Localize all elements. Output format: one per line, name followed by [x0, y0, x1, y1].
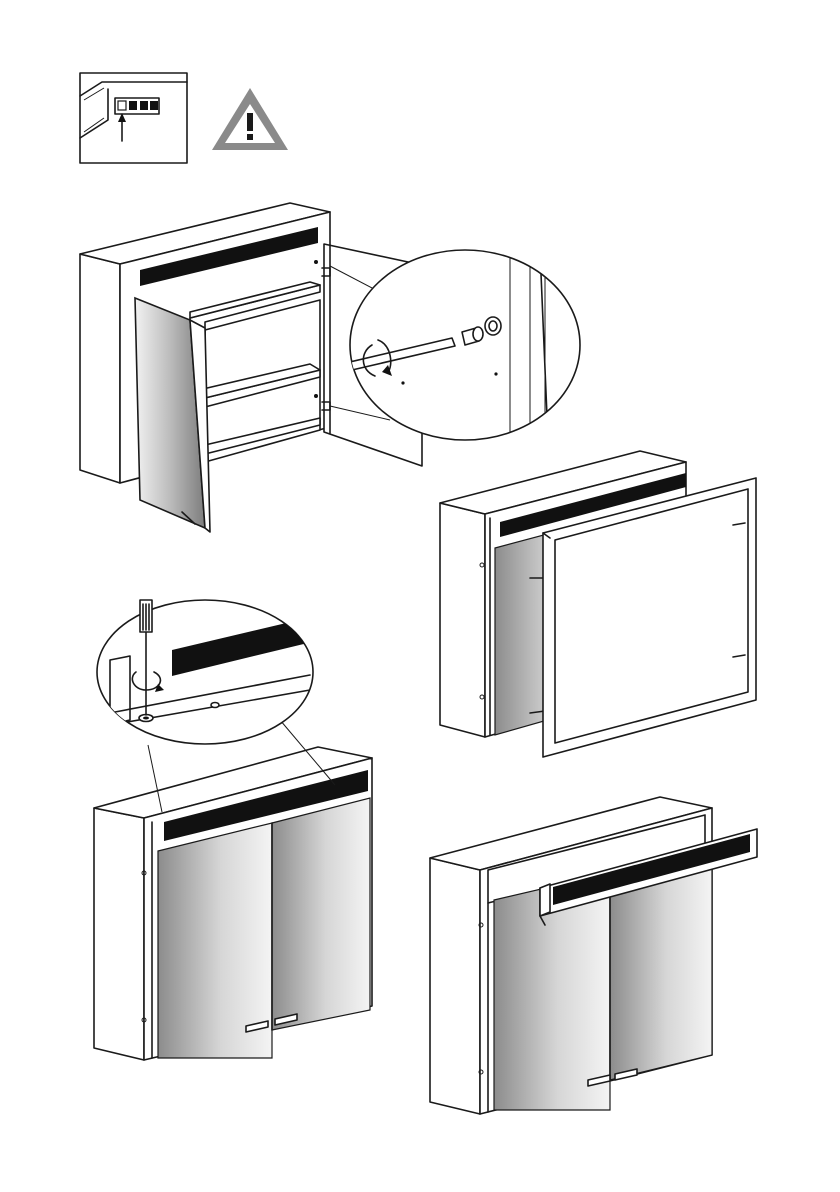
- warning-triangle-icon: [212, 88, 288, 150]
- switch-detail-panel: [80, 73, 187, 163]
- hinge-detail-magnifier: [350, 250, 580, 440]
- frame-removal-illustration: [440, 451, 756, 757]
- light-panel-removal-illustration: [430, 797, 757, 1114]
- screw-detail-magnifier: [97, 600, 320, 755]
- closed-cabinet-illustration: [94, 720, 372, 1060]
